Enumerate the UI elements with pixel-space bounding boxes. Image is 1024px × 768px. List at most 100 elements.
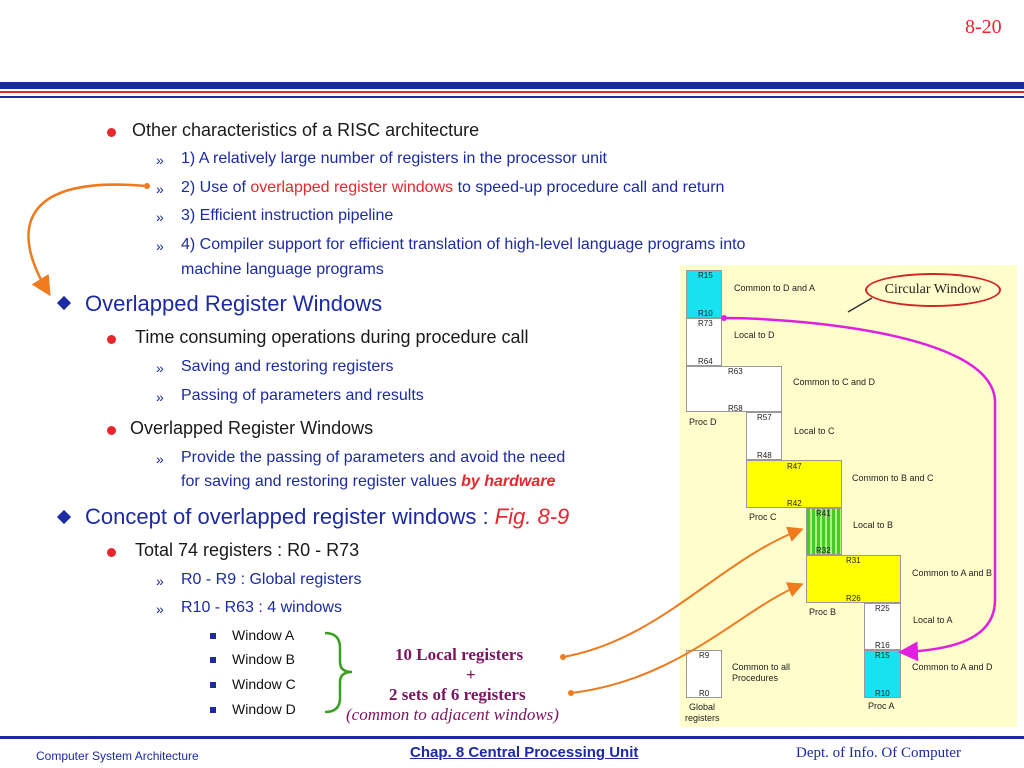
bullet-dot <box>107 128 116 137</box>
risc-item-2-highlight: overlapped register windows <box>250 179 454 196</box>
label-local-b: Local to B <box>853 520 894 530</box>
footer-department: Dept. of Info. Of Computer <box>796 745 961 761</box>
square-bullet <box>210 657 216 663</box>
reg-label: R15 <box>698 271 713 280</box>
raquo-marker: » <box>156 152 164 168</box>
raquo-marker: » <box>156 389 164 405</box>
reg-label: R9 <box>699 651 710 660</box>
link-arrow-orange <box>27 183 147 297</box>
register-block-common-da <box>686 270 722 318</box>
reg-label: R31 <box>846 556 861 565</box>
header-rule-thin <box>0 96 1024 98</box>
overlapped-sub-line-2-text: for saving and restoring register values <box>181 473 462 490</box>
raquo-marker: » <box>156 209 164 225</box>
label-common-all-1: Common to all <box>732 662 791 672</box>
window-b: Window B <box>232 651 296 667</box>
raquo-marker: » <box>156 573 164 589</box>
label-common-cd: Common to C and D <box>793 377 876 387</box>
raquo-marker: » <box>156 601 164 617</box>
diamond-bullet <box>56 509 72 525</box>
page-number: 8-20 <box>965 16 1002 38</box>
diamond-bullet <box>56 295 72 311</box>
reg-label: R16 <box>875 641 890 650</box>
raquo-marker: » <box>156 238 164 254</box>
label-local-c: Local to C <box>794 426 835 436</box>
by-hardware-emphasis: by hardware <box>461 473 556 490</box>
windows-item: R10 - R63 : 4 windows <box>181 599 342 616</box>
overlapped-heading: Overlapped Register Windows <box>85 291 383 316</box>
footer-rule <box>0 736 1024 739</box>
label-global-1: Global <box>689 702 716 712</box>
reg-label: R15 <box>875 651 890 660</box>
overlapped-sub-title: Overlapped Register Windows <box>130 418 374 438</box>
register-block-local-d <box>686 318 722 366</box>
reg-label: R63 <box>728 367 743 376</box>
risc-item-4-cont: machine language programs <box>181 261 384 278</box>
overlapped-sub-line-1: Provide the passing of parameters and av… <box>181 449 566 466</box>
reg-label: R0 <box>699 689 710 698</box>
label-common-ad: Common to A and D <box>912 662 993 672</box>
footer-chapter: Chap. 8 Central Processing Unit <box>410 744 639 761</box>
time-consuming-title: Time consuming operations during procedu… <box>135 327 529 347</box>
bullet-dot <box>107 426 116 435</box>
label-proc-a: Proc A <box>868 701 895 711</box>
global-registers-item: R0 - R9 : Global registers <box>181 571 362 588</box>
label-local-d: Local to D <box>734 330 775 340</box>
arrow-start-dot <box>144 183 150 189</box>
risc-item-2-prefix: 2) Use of <box>181 179 251 196</box>
label-global-2: registers <box>685 713 720 723</box>
annotation-plus: + <box>466 665 476 684</box>
reg-label: R10 <box>875 689 890 698</box>
window-a: Window A <box>232 627 295 643</box>
square-bullet <box>210 682 216 688</box>
raquo-marker: » <box>156 181 164 197</box>
reg-label: R47 <box>787 462 802 471</box>
label-proc-d: Proc D <box>689 417 717 427</box>
annotation-line-1: 10 Local registers <box>395 645 524 664</box>
reg-label: R57 <box>757 413 772 422</box>
overlapped-sub-line-2: for saving and restoring register values… <box>181 473 555 491</box>
total-registers-title: Total 74 registers : R0 - R73 <box>135 540 360 560</box>
reg-label: R64 <box>698 357 713 366</box>
header-rule-thick <box>0 82 1024 89</box>
reg-label: R26 <box>846 594 861 603</box>
raquo-marker: » <box>156 451 164 467</box>
circular-window-label: Circular Window <box>865 273 1001 307</box>
header-rule-red <box>0 91 1024 93</box>
window-d: Window D <box>232 701 296 717</box>
reg-label: R58 <box>728 404 743 413</box>
reg-label: R42 <box>787 499 802 508</box>
bullet-dot <box>107 335 116 344</box>
reg-label: R48 <box>757 451 772 460</box>
fig-reference: Fig. 8-9 <box>494 504 570 529</box>
bullet-dot <box>107 548 116 557</box>
square-bullet <box>210 633 216 639</box>
label-local-a: Local to A <box>913 615 953 625</box>
label-common-da: Common to D and A <box>734 283 816 293</box>
time-consuming-item-1: Saving and restoring registers <box>181 358 394 375</box>
annotation-line-4: (common to adjacent windows) <box>346 705 559 724</box>
time-consuming-item-2: Passing of parameters and results <box>181 387 424 404</box>
window-c: Window C <box>232 676 296 692</box>
label-proc-b: Proc B <box>809 607 837 617</box>
label-common-ab: Common to A and B <box>912 568 993 578</box>
annotation-line-3: 2 sets of 6 registers <box>389 685 526 704</box>
risc-item-2: 2) Use of overlapped register windows to… <box>181 179 724 197</box>
reg-label: R32 <box>816 546 831 555</box>
reg-label: R10 <box>698 309 713 318</box>
label-common-bc: Common to B and C <box>852 473 934 483</box>
footer-course-name: Computer System Architecture <box>36 749 199 763</box>
register-window-figure <box>680 265 1017 727</box>
risc-item-1: 1) A relatively large number of register… <box>181 150 607 167</box>
risc-title: Other characteristics of a RISC architec… <box>132 120 480 140</box>
concept-heading: Concept of overlapped register windows :… <box>85 504 569 530</box>
reg-label: R25 <box>875 604 890 613</box>
square-bullet <box>210 707 216 713</box>
label-common-all-2: Procedures <box>732 673 779 683</box>
concept-heading-text: Concept of overlapped register windows : <box>85 504 495 529</box>
label-proc-c: Proc C <box>749 512 777 522</box>
risc-item-2-suffix: to speed-up procedure call and return <box>453 179 725 196</box>
reg-label: R73 <box>698 319 713 328</box>
risc-item-4: 4) Compiler support for efficient transl… <box>181 236 746 253</box>
raquo-marker: » <box>156 360 164 376</box>
